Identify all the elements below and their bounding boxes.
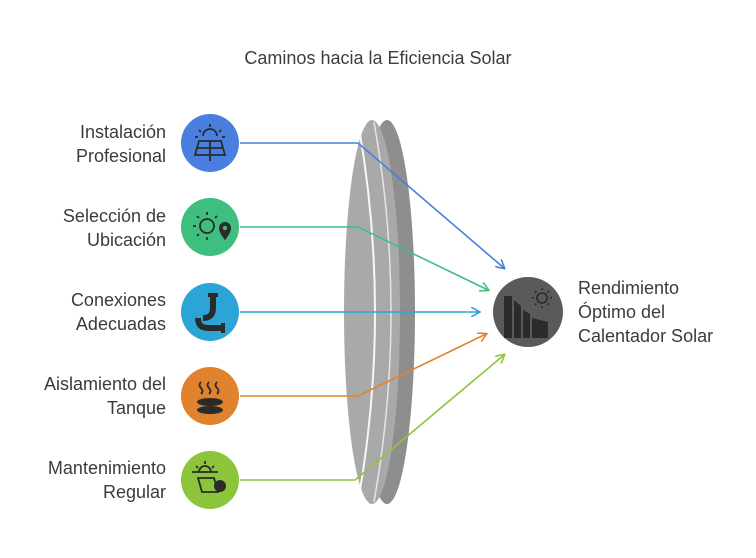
label-line-1: Conexiones <box>70 290 166 310</box>
label-line-1: Selección de <box>62 206 166 226</box>
label-line-1: Mantenimiento <box>47 458 166 478</box>
label-instalacion-profesional: Instalación Profesional <box>0 120 166 168</box>
label-line-1: Aislamiento del <box>43 374 166 394</box>
result-label: Rendimiento Óptimo del Calentador Solar <box>578 276 753 348</box>
label-seleccion-ubicacion: Selección de Ubicación <box>0 204 166 252</box>
label-aislamiento-tanque: Aislamiento del Tanque <box>0 372 166 420</box>
label-line-2: Adecuadas <box>75 314 166 334</box>
label-conexiones-adecuadas: Conexiones Adecuadas <box>0 288 166 336</box>
label-line-2: Ubicación <box>86 230 166 250</box>
label-line-1: Instalación <box>79 122 166 142</box>
pipe-connection-icon <box>181 283 239 341</box>
arrow-aislamiento <box>240 334 486 397</box>
maintenance-panel-sun-icon <box>181 451 239 509</box>
label-mantenimiento-regular: Mantenimiento Regular <box>0 456 166 504</box>
result-line-1: Rendimiento <box>578 278 680 298</box>
sun-location-pin-icon <box>181 198 239 256</box>
arrow-instalacion <box>240 142 504 268</box>
label-line-2: Tanque <box>106 398 166 418</box>
insulated-tank-heat-icon <box>181 367 239 425</box>
diagram-title: Caminos hacia la Eficiencia Solar <box>244 48 512 68</box>
arrow-mantenimiento <box>240 355 504 481</box>
label-line-2: Regular <box>102 482 166 502</box>
optimal-heater-performance-icon <box>493 277 563 347</box>
solar-panel-sun-icon <box>181 114 239 172</box>
label-line-2: Profesional <box>75 146 166 166</box>
result-line-2: Óptimo del <box>578 302 666 322</box>
arrow-ubicacion <box>240 226 488 290</box>
result-line-3: Calentador Solar <box>578 326 714 346</box>
